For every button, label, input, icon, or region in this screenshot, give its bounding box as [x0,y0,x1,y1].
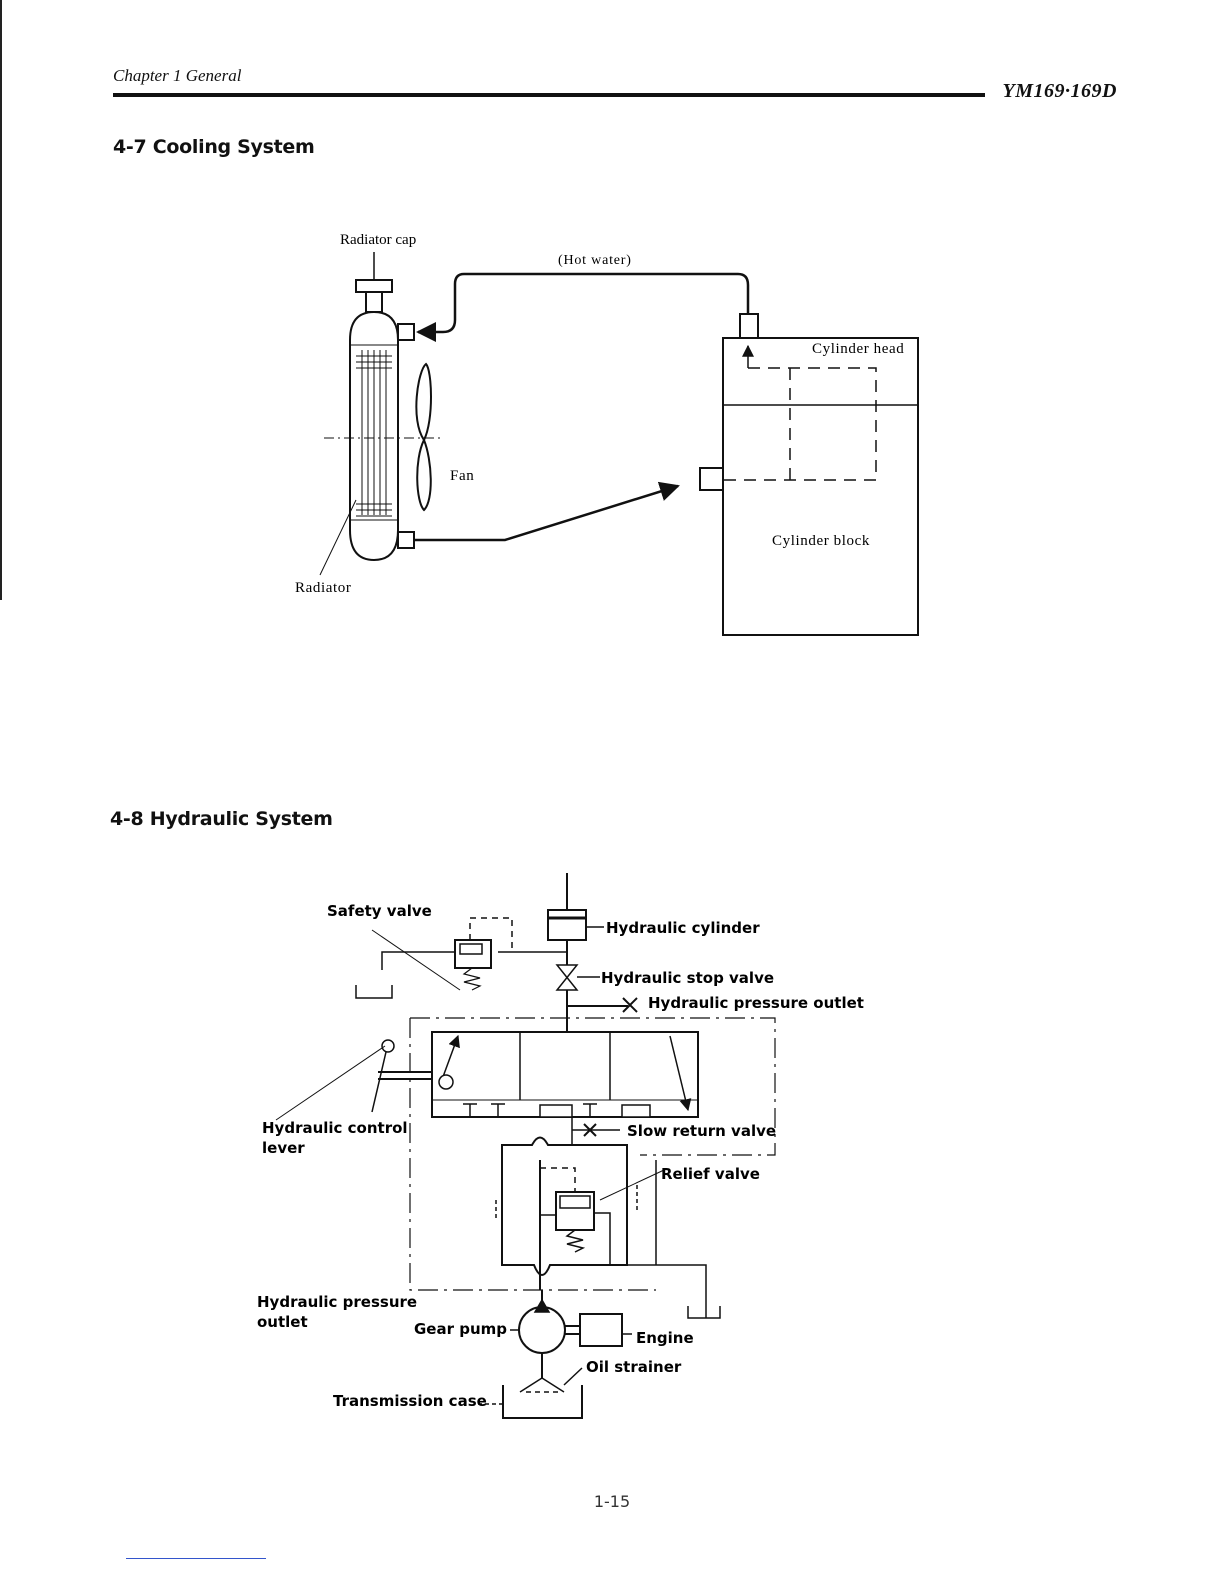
page-number: 1-15 [593,1492,631,1511]
transmission-case-icon [502,1385,583,1419]
relief-valve-block [495,1136,638,1290]
hydraulic-control-lever-icon [371,1039,454,1113]
fan-icon [415,362,432,512]
control-valve-block [431,1031,699,1118]
label-pressure-outlet-line2: outlet [257,1313,308,1331]
label-hydraulic-pressure-outlet-top: Hydraulic pressure outlet [648,994,864,1012]
chapter-header: Chapter 1 General [113,66,242,85]
radiator-icon [349,310,415,562]
label-fan: Fan [450,468,474,484]
label-gear-pump: Gear pump [414,1320,507,1338]
return-pipe [414,481,680,542]
label-oil-strainer: Oil strainer [586,1358,682,1376]
model-header: YM169·169D [1002,80,1117,102]
oil-strainer-icon [519,1367,583,1393]
label-control-lever-line2: lever [262,1139,305,1157]
section-title-hydraulic: 4-8 Hydraulic System [110,808,333,830]
label-radiator: Radiator [295,580,351,596]
label-cylinder-block: Cylinder block [772,533,870,549]
engine-block [699,313,919,636]
footer-line [126,1558,266,1559]
label-transmission-case: Transmission case [333,1392,487,1410]
gear-pump-icon [510,1290,566,1354]
label-radiator-cap: Radiator cap [340,232,416,248]
header-rule [113,93,985,97]
label-control-lever-line1: Hydraulic control [262,1119,408,1137]
radiator-cap-icon [355,252,393,313]
hydraulic-stop-valve-icon [555,964,600,991]
hot-water-pipe [416,272,750,342]
scan-edge-line [0,0,2,600]
label-safety-valve: Safety valve [327,902,432,920]
engine-icon [565,1313,632,1347]
label-pressure-outlet-line1: Hydraulic pressure [257,1293,417,1311]
section-title-cooling: 4-7 Cooling System [113,136,315,158]
label-slow-return-valve: Slow return valve [627,1122,776,1140]
label-engine: Engine [636,1329,694,1347]
label-hydraulic-cylinder: Hydraulic cylinder [606,919,760,937]
hydraulic-diagram [275,873,776,1419]
label-relief-valve: Relief valve [661,1165,760,1183]
label-hydraulic-stop-valve: Hydraulic stop valve [601,969,774,987]
label-hot-water: (Hot water) [558,253,632,268]
label-cylinder-head: Cylinder head [812,341,904,357]
cooling-diagram [319,252,919,636]
hydraulic-cylinder-icon [547,873,604,941]
